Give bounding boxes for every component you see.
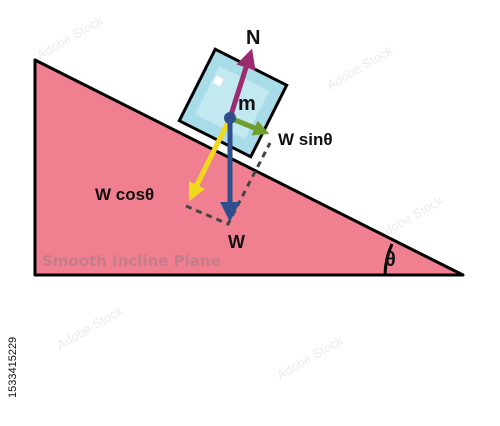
svg-text:Adobe Stock: Adobe Stock: [274, 333, 346, 383]
plane-label: Smooth Incline Plane: [42, 252, 221, 270]
svg-text:Adobe Stock: Adobe Stock: [324, 43, 396, 93]
angle-label: θ: [385, 249, 396, 271]
svg-text:Adobe Stock: Adobe Stock: [54, 303, 126, 353]
parallel-component-label: W sinθ: [278, 130, 333, 149]
svg-text:Adobe Stock: Adobe Stock: [34, 13, 106, 63]
normal-force-label: N: [246, 27, 260, 49]
watermark-id: 1533415229: [7, 337, 19, 398]
center-of-mass-dot: [224, 112, 236, 124]
perpendicular-component-label: W cosθ: [95, 185, 154, 204]
angle-arc-icon: [383, 243, 394, 276]
weight-label: W: [228, 232, 245, 252]
perpendicular-component-arrow: [188, 116, 233, 202]
mass-label: m: [238, 93, 256, 115]
normal-force-arrow: [227, 48, 256, 119]
component-dashed-lines: [185, 142, 272, 226]
incline-plane: [33, 58, 465, 277]
